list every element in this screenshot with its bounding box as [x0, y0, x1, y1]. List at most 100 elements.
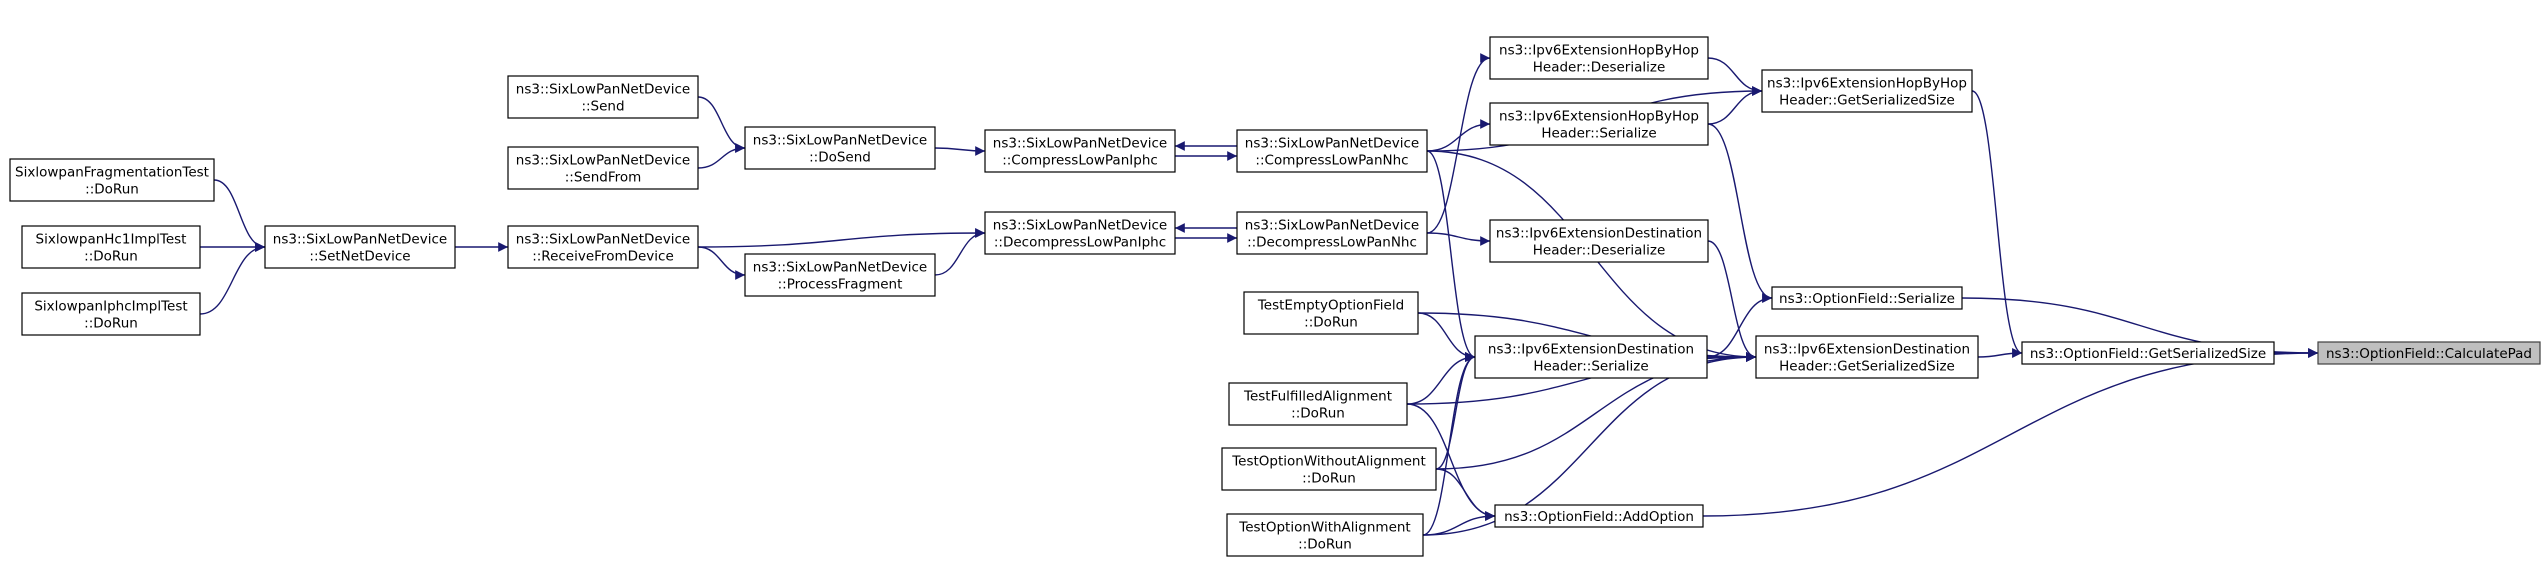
node-testoptionwithoutalignment[interactable]: TestOptionWithoutAlignment::DoRun: [1221, 447, 1437, 491]
node-label: TestFulfilledAlignment: [1243, 389, 1392, 405]
node-dest-deserialize[interactable]: ns3::Ipv6ExtensionDestinationHeader::Des…: [1489, 219, 1709, 263]
edge-line: [1426, 150, 1476, 362]
node-box: [1489, 219, 1709, 263]
node-dest-serialize[interactable]: ns3::Ipv6ExtensionDestinationHeader::Ser…: [1474, 335, 1708, 379]
edge-getserializedsize-to-hopbyhop-getserializedsize: [1971, 90, 2023, 358]
node-label: ::CompressLowPanNhc: [1255, 153, 1408, 169]
node-box: [1755, 335, 1979, 379]
node-label: TestOptionWithoutAlignment: [1231, 454, 1426, 470]
edge-getserializedsize-to-dest-getserializedsize: [1977, 348, 2023, 358]
node-label: ns3::SixLowPanNetDevice: [516, 82, 690, 98]
node-label: ::ProcessFragment: [778, 277, 903, 293]
node-label: ns3::SixLowPanNetDevice: [753, 133, 927, 149]
node-box: [984, 129, 1176, 173]
node-optionfield-serialize[interactable]: ns3::OptionField::Serialize: [1771, 286, 1963, 310]
edge-line: [1971, 90, 2023, 358]
edge-hopbyhop-serialize-to-compresslowpannhc: [1426, 119, 1491, 152]
node-label: ns3::Ipv6ExtensionHopByHop: [1499, 43, 1699, 59]
node-label: ::DoRun: [1302, 471, 1356, 487]
node-label: ns3::SixLowPanNetDevice: [993, 218, 1167, 234]
node-testoptionwithalignment[interactable]: TestOptionWithAlignment::DoRun: [1226, 513, 1424, 557]
node-label: ::DoRun: [84, 316, 138, 332]
edge-addoption-to-testoptionwithalignment: [1422, 511, 1496, 536]
node-calculatepad[interactable]: ns3::OptionField::CalculatePad: [2317, 341, 2541, 365]
node-box: [507, 225, 699, 269]
edge-line: [1977, 348, 2023, 358]
node-label: ns3::SixLowPanNetDevice: [753, 260, 927, 276]
node-label: ::DoRun: [1291, 406, 1345, 422]
edge-line: [1422, 352, 1476, 536]
node-label: ::DoRun: [85, 182, 139, 198]
node-label: ::DecompressLowPanIphc: [994, 235, 1166, 251]
node-label: Header::GetSerializedSize: [1779, 359, 1955, 375]
node-testfulfilledalignment[interactable]: TestFulfilledAlignment::DoRun: [1228, 382, 1408, 426]
node-label: ::SetNetDevice: [309, 249, 410, 265]
node-receivefromdevice[interactable]: ns3::SixLowPanNetDevice::ReceiveFromDevi…: [507, 225, 699, 269]
edge-processfragment-to-receivefromdevice: [697, 246, 746, 280]
edge-line: [1406, 352, 1476, 405]
node-label: ns3::Ipv6ExtensionHopByHop: [1499, 109, 1699, 125]
edge-line: [1707, 86, 1763, 125]
node-box: [1226, 513, 1424, 557]
node-addoption[interactable]: ns3::OptionField::AddOption: [1494, 504, 1704, 528]
edge-dest-serialize-to-compresslowpannhc: [1426, 150, 1476, 362]
node-label: ns3::OptionField::GetSerializedSize: [2030, 346, 2266, 362]
node-box: [1236, 129, 1428, 173]
node-compresslowpaniphc[interactable]: ns3::SixLowPanNetDevice::CompressLowPanI…: [984, 129, 1176, 173]
node-sendfrom[interactable]: ns3::SixLowPanNetDevice::SendFrom: [507, 146, 699, 190]
node-hc1impltest[interactable]: SixlowpanHc1ImplTest::DoRun: [21, 225, 201, 269]
node-getserializedsize[interactable]: ns3::OptionField::GetSerializedSize: [2021, 341, 2275, 365]
node-label: Header::Deserialize: [1533, 243, 1666, 259]
node-label: ns3::OptionField::Serialize: [1779, 291, 1955, 307]
node-box: [984, 211, 1176, 255]
node-iphcimpltest[interactable]: SixlowpanIphcImplTest::DoRun: [21, 292, 201, 336]
node-label: ::SendFrom: [565, 170, 642, 186]
edge-line: [1422, 511, 1496, 536]
node-label: Header::Deserialize: [1533, 60, 1666, 76]
node-fragmentationtest[interactable]: SixlowpanFragmentationTest::DoRun: [9, 158, 215, 202]
node-label: ::Send: [581, 99, 624, 115]
node-label: ns3::Ipv6ExtensionHopByHop: [1767, 76, 1967, 92]
node-label: ns3::SixLowPanNetDevice: [273, 232, 447, 248]
edge-dosend-to-send: [697, 96, 746, 153]
edge-line: [697, 96, 746, 153]
edge-compresslowpaniphc-to-dosend: [934, 146, 986, 156]
node-dosend[interactable]: ns3::SixLowPanNetDevice::DoSend: [744, 126, 936, 170]
node-send[interactable]: ns3::SixLowPanNetDevice::Send: [507, 75, 699, 119]
node-hopbyhop-serialize[interactable]: ns3::Ipv6ExtensionHopByHopHeader::Serial…: [1489, 102, 1709, 146]
edge-optionfield-serialize-to-dest-serialize: [1706, 293, 1773, 358]
edge-decompresslowpaniphc-to-processfragment: [934, 228, 986, 276]
node-box: [744, 253, 936, 297]
node-box: [264, 225, 456, 269]
edge-decompresslowpaniphc-to-receivefromdevice: [697, 228, 986, 248]
node-box: [1221, 447, 1437, 491]
node-label: ns3::SixLowPanNetDevice: [1245, 218, 1419, 234]
node-hopbyhop-deserialize[interactable]: ns3::Ipv6ExtensionHopByHopHeader::Deseri…: [1489, 36, 1709, 80]
edge-line: [199, 242, 266, 315]
node-label: ::DoRun: [1298, 537, 1352, 553]
node-label: ns3::OptionField::CalculatePad: [2326, 346, 2532, 362]
node-processfragment[interactable]: ns3::SixLowPanNetDevice::ProcessFragment: [744, 253, 936, 297]
node-decompresslowpannhc[interactable]: ns3::SixLowPanNetDevice::DecompressLowPa…: [1236, 211, 1428, 255]
node-setnetdevice[interactable]: ns3::SixLowPanNetDevice::SetNetDevice: [264, 225, 456, 269]
node-dest-getserializedsize[interactable]: ns3::Ipv6ExtensionDestinationHeader::Get…: [1755, 335, 1979, 379]
edge-line: [934, 146, 986, 156]
node-compresslowpannhc[interactable]: ns3::SixLowPanNetDevice::CompressLowPanN…: [1236, 129, 1428, 173]
node-hopbyhop-getserializedsize[interactable]: ns3::Ipv6ExtensionHopByHopHeader::GetSer…: [1761, 69, 1973, 113]
edge-dest-serialize-to-testoptionwithoutalignment: [1435, 352, 1476, 470]
node-testemptyoptionfield[interactable]: TestEmptyOptionField::DoRun: [1243, 291, 1419, 335]
node-box: [1771, 286, 1963, 310]
node-box: [2021, 341, 2275, 365]
node-label: Header::GetSerializedSize: [1779, 93, 1955, 109]
edge-line: [1417, 312, 1476, 362]
node-label: TestOptionWithAlignment: [1238, 520, 1410, 536]
node-decompresslowpaniphc[interactable]: ns3::SixLowPanNetDevice::DecompressLowPa…: [984, 211, 1176, 255]
edge-dest-deserialize-to-decompresslowpannhc: [1426, 232, 1491, 246]
node-label: ::CompressLowPanIphc: [1002, 153, 1158, 169]
node-label: ns3::Ipv6ExtensionDestination: [1764, 342, 1970, 358]
node-label: ns3::Ipv6ExtensionDestination: [1488, 342, 1694, 358]
node-label: ns3::OptionField::AddOption: [1504, 509, 1694, 525]
node-label: SixlowpanIphcImplTest: [34, 299, 187, 315]
edge-line: [934, 228, 986, 276]
node-box: [9, 158, 215, 202]
